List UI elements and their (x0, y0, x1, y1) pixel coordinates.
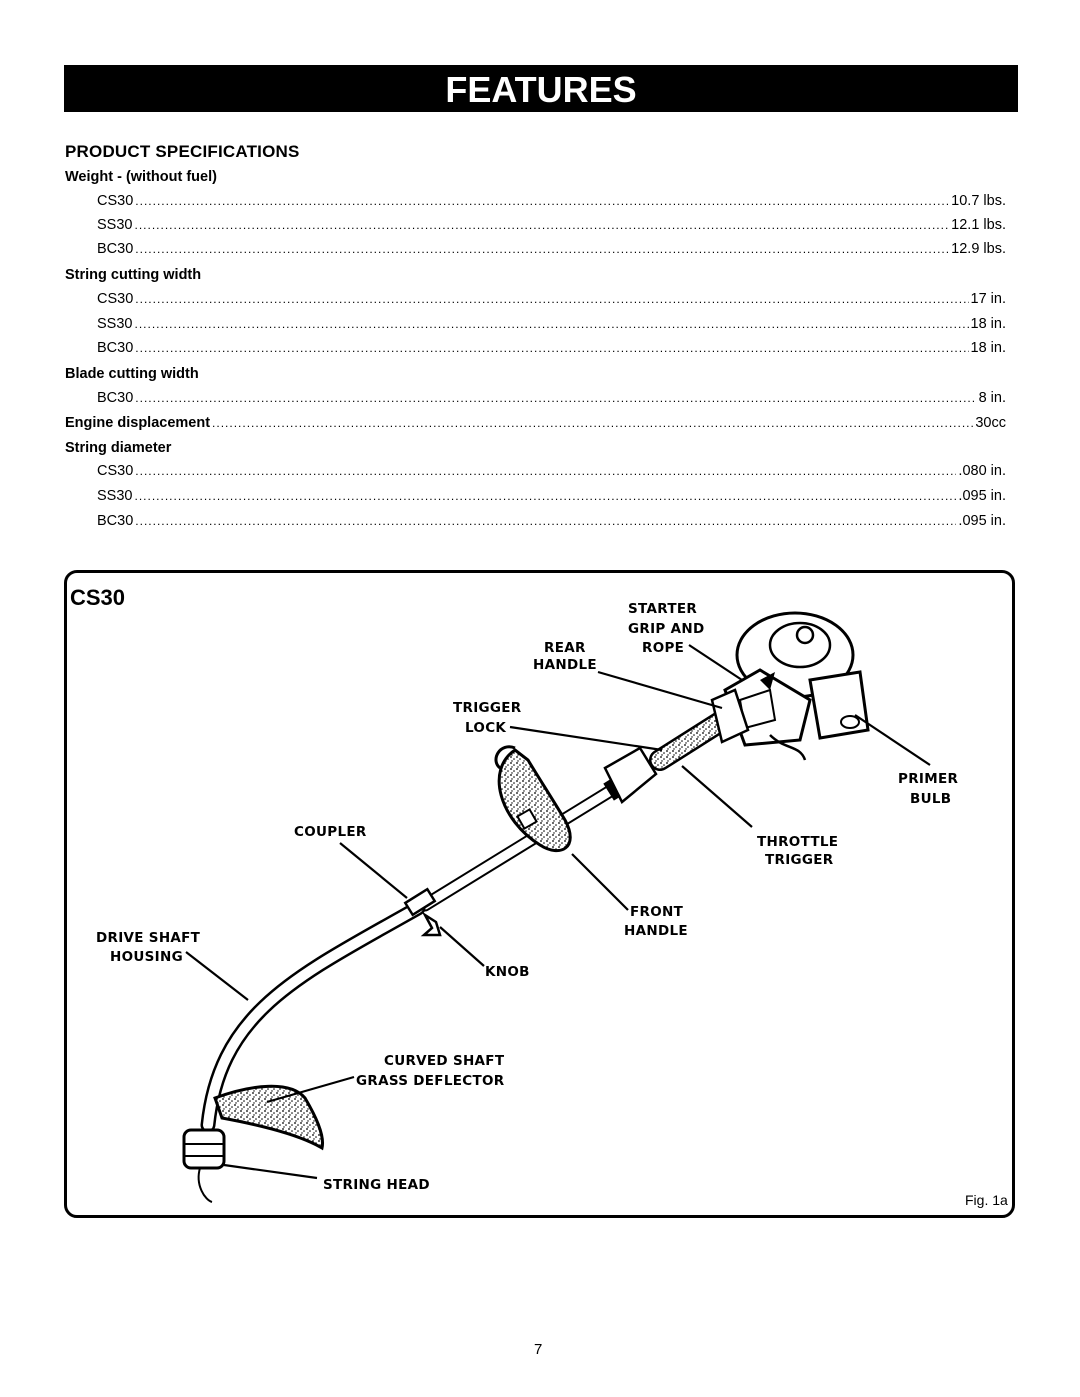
spec-value: 18 in. (970, 340, 1006, 356)
leader-lines (185, 644, 931, 1180)
callout-throttle-trigger: TRIGGER (765, 852, 834, 868)
features-banner: FEATURES (64, 65, 1018, 112)
spec-row: BC30 .095 in. (97, 513, 1006, 533)
spec-value: 17 in. (970, 291, 1006, 307)
spec-row: CS30 .080 in. (97, 463, 1006, 483)
spec-model: BC30 (97, 340, 134, 356)
callout-front-handle: HANDLE (624, 923, 688, 939)
callout-starter: ROPE (642, 640, 684, 656)
spec-row: BC30 12.9 lbs. (97, 241, 1006, 261)
weight-heading: Weight - (without fuel) (65, 169, 217, 185)
grass-deflector (213, 1084, 325, 1151)
spec-row: SS30 12.1 lbs. (97, 217, 1006, 237)
spec-row: BC30 18 in. (97, 340, 1006, 360)
callout-primer-bulb: PRIMER (898, 771, 958, 787)
callout-curved-shaft: CURVED SHAFT (384, 1053, 505, 1069)
spec-model: CS30 (97, 463, 134, 479)
rear-grip (649, 711, 731, 771)
spec-model: BC30 (97, 513, 134, 529)
spec-value: .080 in. (958, 463, 1006, 479)
spec-row: SS30 18 in. (97, 316, 1006, 336)
coupler (403, 887, 442, 937)
callout-trigger-lock: LOCK (465, 720, 506, 736)
engine-displacement-label: Engine displacement (65, 415, 211, 431)
page-number: 7 (534, 1341, 543, 1358)
curved-shaft (200, 900, 426, 1133)
callout-starter: STARTER (628, 601, 697, 617)
spec-value: 18 in. (970, 316, 1006, 332)
spec-row: SS30 .095 in. (97, 488, 1006, 508)
spec-row: CS30 17 in. (97, 291, 1006, 311)
spec-value: 12.1 lbs. (951, 217, 1006, 233)
callout-drive-shaft-housing: HOUSING (110, 949, 183, 965)
callout-string-head: STRING HEAD (323, 1177, 430, 1193)
spec-model: BC30 (97, 390, 134, 406)
callout-primer-bulb: BULB (910, 791, 951, 807)
spec-model: SS30 (97, 217, 133, 233)
spec-model: CS30 (97, 291, 134, 307)
spec-value: 12.9 lbs. (951, 241, 1006, 257)
spec-model: BC30 (97, 241, 134, 257)
spec-model: SS30 (97, 316, 133, 332)
callout-throttle-trigger: THROTTLE (757, 834, 838, 850)
callout-labels: STARTER GRIP AND ROPE REAR HANDLE TRIGGE… (96, 601, 958, 1193)
spec-value: 10.7 lbs. (951, 193, 1006, 209)
throttle-housing (603, 746, 658, 804)
callout-starter: GRIP AND (628, 621, 704, 637)
product-specifications-heading: PRODUCT SPECIFICATIONS (65, 142, 300, 161)
spec-model: CS30 (97, 193, 134, 209)
spec-row: BC30 8 in. (97, 390, 1006, 410)
callout-front-handle: FRONT (630, 904, 684, 920)
callout-rear-handle: HANDLE (533, 657, 597, 673)
figure-caption: Fig. 1a (965, 1192, 1008, 1208)
engine-assembly (710, 611, 870, 761)
callout-trigger-lock: TRIGGER (453, 700, 522, 716)
callout-coupler: COUPLER (294, 824, 367, 840)
string-diameter-heading: String diameter (65, 440, 172, 456)
callout-grass-deflector: GRASS DEFLECTOR (356, 1073, 505, 1089)
callout-rear-handle: REAR (544, 640, 586, 656)
blade-cutting-width-heading: Blade cutting width (65, 366, 199, 382)
callout-knob: KNOB (485, 964, 530, 980)
string-cutting-width-heading: String cutting width (65, 267, 202, 283)
callout-drive-shaft-housing: DRIVE SHAFT (96, 930, 201, 946)
spec-value: 8 in. (978, 390, 1006, 406)
front-handle (494, 745, 572, 853)
spec-model: SS30 (97, 488, 133, 504)
drive-shaft (418, 783, 619, 912)
spec-value: .095 in. (958, 488, 1006, 504)
string-head (182, 1128, 226, 1203)
engine-displacement-row: Engine displacement 30cc (65, 415, 1006, 435)
engine-displacement-value: 30cc (975, 415, 1006, 431)
figure-frame (64, 570, 1015, 1218)
figure-model-label: CS30 (70, 585, 126, 610)
spec-value: .095 in. (958, 513, 1006, 529)
spec-row: CS30 10.7 lbs. (97, 193, 1006, 213)
